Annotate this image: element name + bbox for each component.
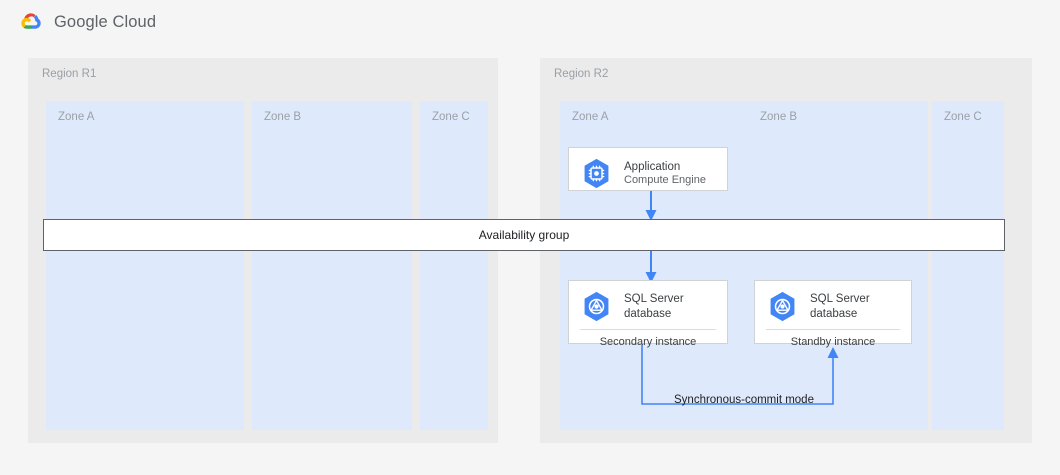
- synchronous-commit-mode-label: Synchronous-commit mode: [674, 394, 814, 406]
- region-r1-zone-b-label: Zone B: [264, 111, 302, 123]
- connector-availability-group-to-sql-secondary: [645, 250, 657, 283]
- node-sql-server-secondary[interactable]: SQL Server database Secondary instance: [568, 280, 728, 348]
- region-r1-zone-a: Zone A: [46, 101, 244, 430]
- node-sql-secondary-title: SQL Server database: [624, 293, 684, 320]
- region-r1-zone-b: Zone B: [252, 101, 412, 430]
- node-sql-standby-text: SQL Server database: [810, 292, 870, 320]
- node-sql-server-standby[interactable]: SQL Server database Standby instance: [754, 280, 912, 348]
- page-header: Google Cloud: [0, 0, 1060, 45]
- google-cloud-wordmark: Google Cloud: [54, 13, 157, 31]
- region-r2-zone-c-label: Zone C: [944, 111, 982, 123]
- connector-application-to-availability-group: [645, 188, 657, 221]
- availability-group-bar: Availability group: [43, 219, 1005, 251]
- node-application-title: Application: [624, 160, 681, 173]
- sql-server-database-icon: [770, 291, 795, 322]
- region-r2-zone-a-label: Zone A: [572, 111, 609, 123]
- region-r2-label: Region R2: [554, 68, 609, 80]
- node-sql-standby-footer: Standby instance: [766, 329, 900, 348]
- node-sql-standby-body: SQL Server database: [755, 281, 911, 329]
- node-sql-secondary-text: SQL Server database: [624, 292, 684, 320]
- connector-synchronous-commit-replication: [641, 345, 839, 405]
- compute-engine-icon: [584, 158, 609, 189]
- region-r1-zone-c-label: Zone C: [432, 111, 470, 123]
- region-r2-zone-b-label: Zone B: [760, 111, 798, 123]
- region-r1-label: Region R1: [42, 68, 97, 80]
- node-application-text: Application Compute Engine: [624, 160, 706, 187]
- node-sql-standby-title: SQL Server database: [810, 293, 870, 320]
- sql-server-database-icon: [584, 291, 609, 322]
- region-r1-zone-c: Zone C: [420, 101, 488, 430]
- node-sql-secondary-footer: Secondary instance: [580, 329, 716, 348]
- availability-group-label: Availability group: [478, 228, 570, 242]
- node-sql-secondary-body: SQL Server database: [569, 281, 727, 329]
- node-application-compute-engine[interactable]: Application Compute Engine: [568, 147, 728, 191]
- region-r2-zone-c: Zone C: [932, 101, 1004, 430]
- node-application-body: Application Compute Engine: [569, 148, 727, 199]
- region-r2-zone-b: Zone B: [748, 101, 928, 430]
- node-application-subtitle: Compute Engine: [624, 173, 706, 186]
- region-r1-zone-a-label: Zone A: [58, 111, 95, 123]
- google-cloud-logo-icon: [21, 12, 41, 29]
